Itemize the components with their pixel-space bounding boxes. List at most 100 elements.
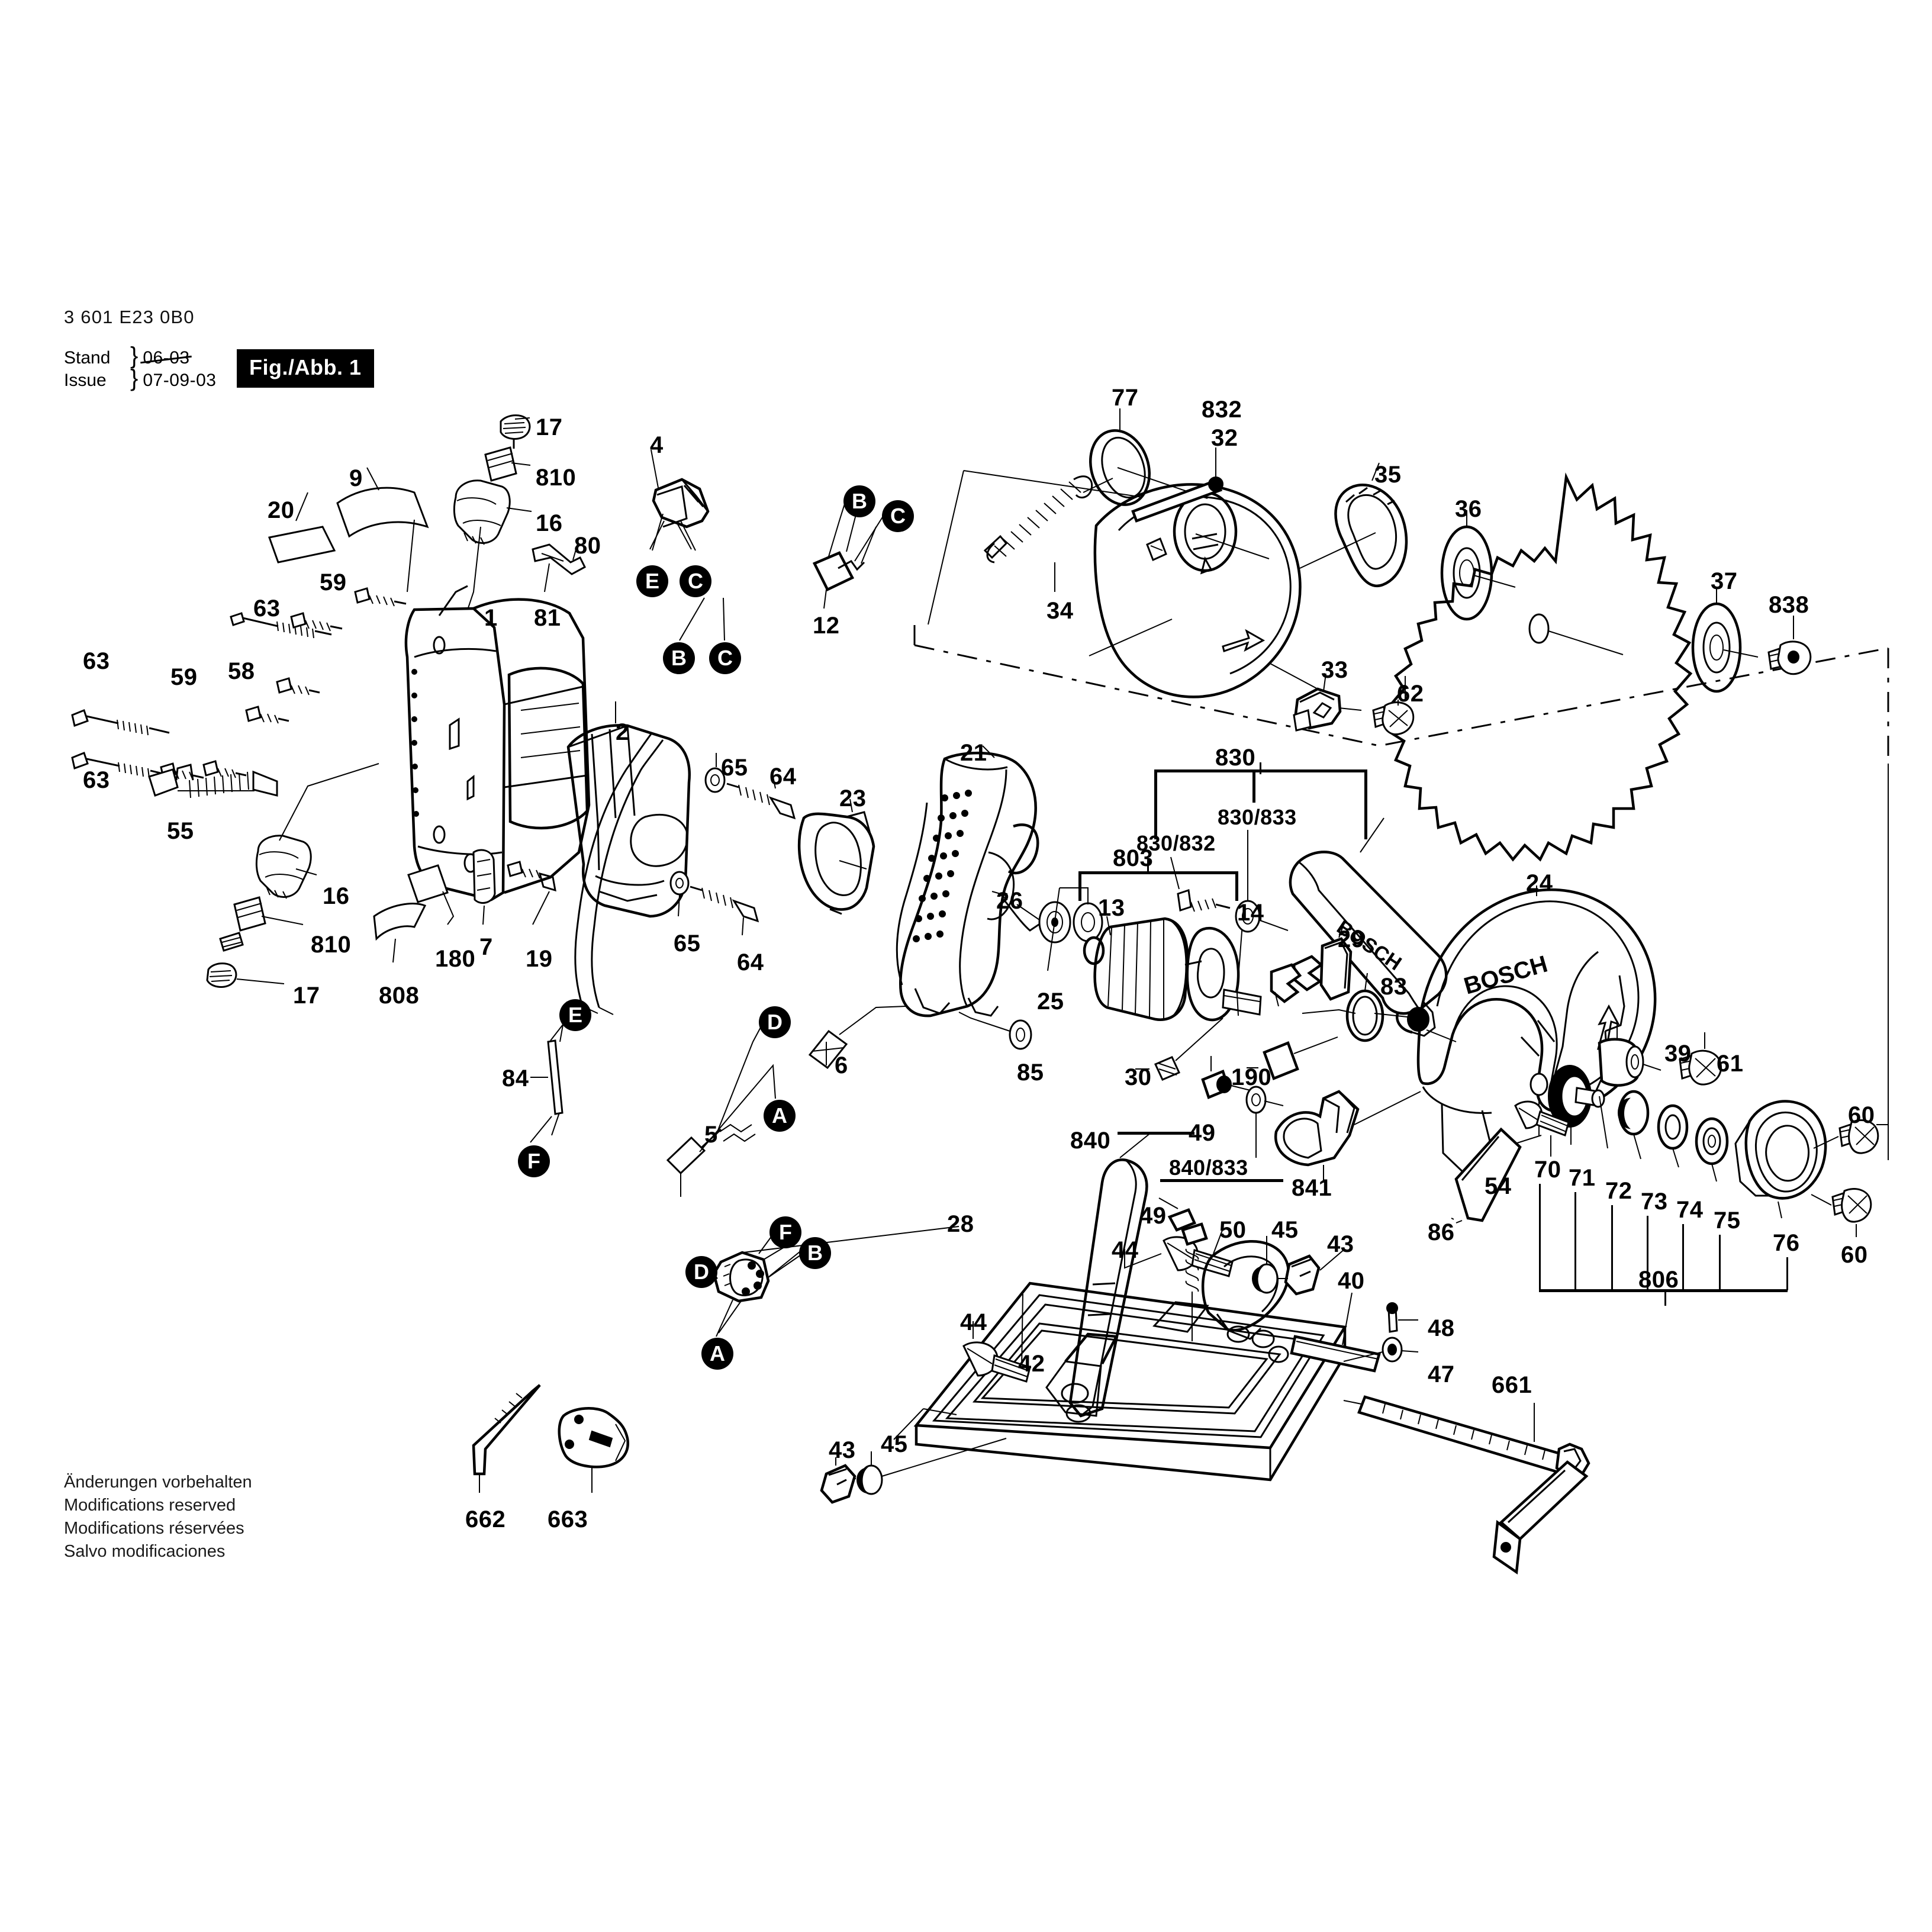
part-label-85: 85	[1017, 1060, 1044, 1086]
part-label-84: 84	[502, 1065, 529, 1091]
part-label-26: 26	[996, 888, 1023, 914]
part-label-16a: 16	[536, 510, 563, 536]
part-label-70: 70	[1534, 1157, 1561, 1183]
part-label-830: 830	[1215, 745, 1256, 771]
disclaimer-fr: Modifications réservées	[64, 1519, 244, 1538]
part-label-806: 806	[1638, 1267, 1679, 1293]
letter-callout-F1: F	[518, 1145, 550, 1177]
part-label-2: 2	[616, 719, 629, 745]
part-label-62: 62	[1397, 681, 1424, 707]
part-label-39: 39	[1664, 1041, 1692, 1067]
part-label-81: 81	[534, 605, 561, 631]
part-label-35: 35	[1374, 462, 1402, 488]
bracket-806-t1	[1539, 1184, 1541, 1290]
wrench-plate-part-663	[559, 1408, 628, 1493]
brush-holder-assembly-top	[454, 416, 532, 610]
part-label-58: 58	[228, 658, 255, 684]
part-label-44a: 44	[1112, 1237, 1139, 1263]
part-label-60b: 60	[1841, 1242, 1868, 1268]
letter-callout-E2: E	[559, 999, 591, 1031]
part-label-24: 24	[1526, 870, 1553, 896]
leader-806-label	[1664, 1292, 1666, 1306]
brace-glyph: }	[130, 343, 139, 369]
issue-label: Issue	[64, 371, 107, 390]
letter-callout-B3: B	[799, 1237, 831, 1269]
part-label-36: 36	[1455, 496, 1482, 522]
brush-block-part-28	[704, 1226, 959, 1333]
part-label-17b: 17	[293, 983, 320, 1009]
part-label-6: 6	[835, 1052, 848, 1078]
blade-guard-part-24: BOSCH	[1418, 886, 1655, 1177]
blade-bolt-part-838	[1769, 616, 1811, 674]
letter-callout-D1: D	[759, 1006, 791, 1038]
part-label-44b: 44	[960, 1309, 987, 1335]
rip-fence-part-661	[1344, 1397, 1589, 1572]
part-label-61: 61	[1717, 1051, 1744, 1077]
part-label-32: 32	[1211, 425, 1238, 451]
part-label-49a: 49	[1189, 1120, 1216, 1146]
part-label-64a: 64	[769, 764, 797, 790]
small-parts-cluster	[374, 850, 555, 962]
letter-callout-A1: A	[764, 1100, 796, 1132]
disclaimer-es: Salvo modificaciones	[64, 1542, 226, 1561]
part-label-50: 50	[1219, 1217, 1247, 1243]
gear-housing-part-2	[568, 701, 690, 1015]
insulation-plates	[269, 468, 427, 592]
part-label-76: 76	[1773, 1230, 1800, 1256]
armature-part-13	[1084, 916, 1261, 1020]
part-label-86: 86	[1428, 1219, 1455, 1245]
part-label-77: 77	[1112, 385, 1139, 411]
part-label-28: 28	[947, 1211, 974, 1237]
motor-housing-part-1	[406, 586, 589, 900]
washer-part-25	[1048, 888, 1102, 971]
part-label-663: 663	[548, 1506, 588, 1532]
part-label-23: 23	[839, 785, 867, 812]
lever-arm-part-49	[1070, 1133, 1151, 1416]
flange-part-23	[799, 799, 874, 914]
stand-date: 06-03	[143, 347, 189, 369]
screw-part-62	[1373, 676, 1413, 735]
stand-label: Stand	[64, 348, 111, 368]
part-label-80: 80	[574, 533, 601, 559]
cable-gland-841	[1203, 1056, 1421, 1183]
part-label-20: 20	[268, 497, 295, 523]
part-label-14: 14	[1237, 900, 1264, 926]
screw-part-54	[1515, 1102, 1569, 1157]
part-label-810b: 810	[311, 932, 352, 958]
bracket-806-t5	[1682, 1224, 1684, 1290]
cable-clamp-part-12	[814, 502, 876, 608]
part-label-12: 12	[813, 613, 840, 639]
letter-callout-B2: B	[663, 642, 695, 674]
part-label-37: 37	[1711, 568, 1738, 594]
part-label-71: 71	[1569, 1165, 1596, 1191]
spacer-part-190	[1247, 1037, 1338, 1078]
spindle-group-806	[1531, 1022, 1878, 1237]
part-label-838: 838	[1769, 592, 1809, 618]
part-label-16b: 16	[323, 883, 350, 909]
part-label-4: 4	[650, 432, 664, 458]
part-label-34: 34	[1046, 598, 1074, 624]
part-label-43a: 43	[1327, 1231, 1354, 1257]
brace-glyph-2: }	[130, 365, 139, 391]
switch-lever-80-81	[533, 543, 585, 592]
part-label-72: 72	[1605, 1178, 1632, 1204]
bevel-hardware	[822, 1198, 1418, 1502]
bracket-806-t3	[1611, 1205, 1613, 1290]
part-label-65a: 65	[721, 755, 748, 781]
letter-callout-F2: F	[769, 1216, 801, 1248]
part-label-60a: 60	[1848, 1102, 1875, 1128]
part-label-810a: 810	[536, 465, 577, 491]
bosch-logo-guard: BOSCH	[1461, 951, 1550, 1000]
part-label-55: 55	[167, 818, 194, 844]
brush-holder-assembly-bottom	[207, 764, 379, 987]
part-label-7: 7	[479, 934, 493, 960]
part-label-49b: 49	[1139, 1203, 1167, 1229]
clamp-part-33	[1294, 674, 1361, 730]
bracket-806-t7	[1786, 1257, 1788, 1290]
part-label-803: 803	[1113, 845, 1154, 871]
bracket-806-t6	[1719, 1235, 1721, 1290]
part-label-840: 840	[1070, 1128, 1111, 1154]
saw-blade	[1391, 477, 1690, 859]
part-label-83: 83	[1380, 974, 1408, 1000]
